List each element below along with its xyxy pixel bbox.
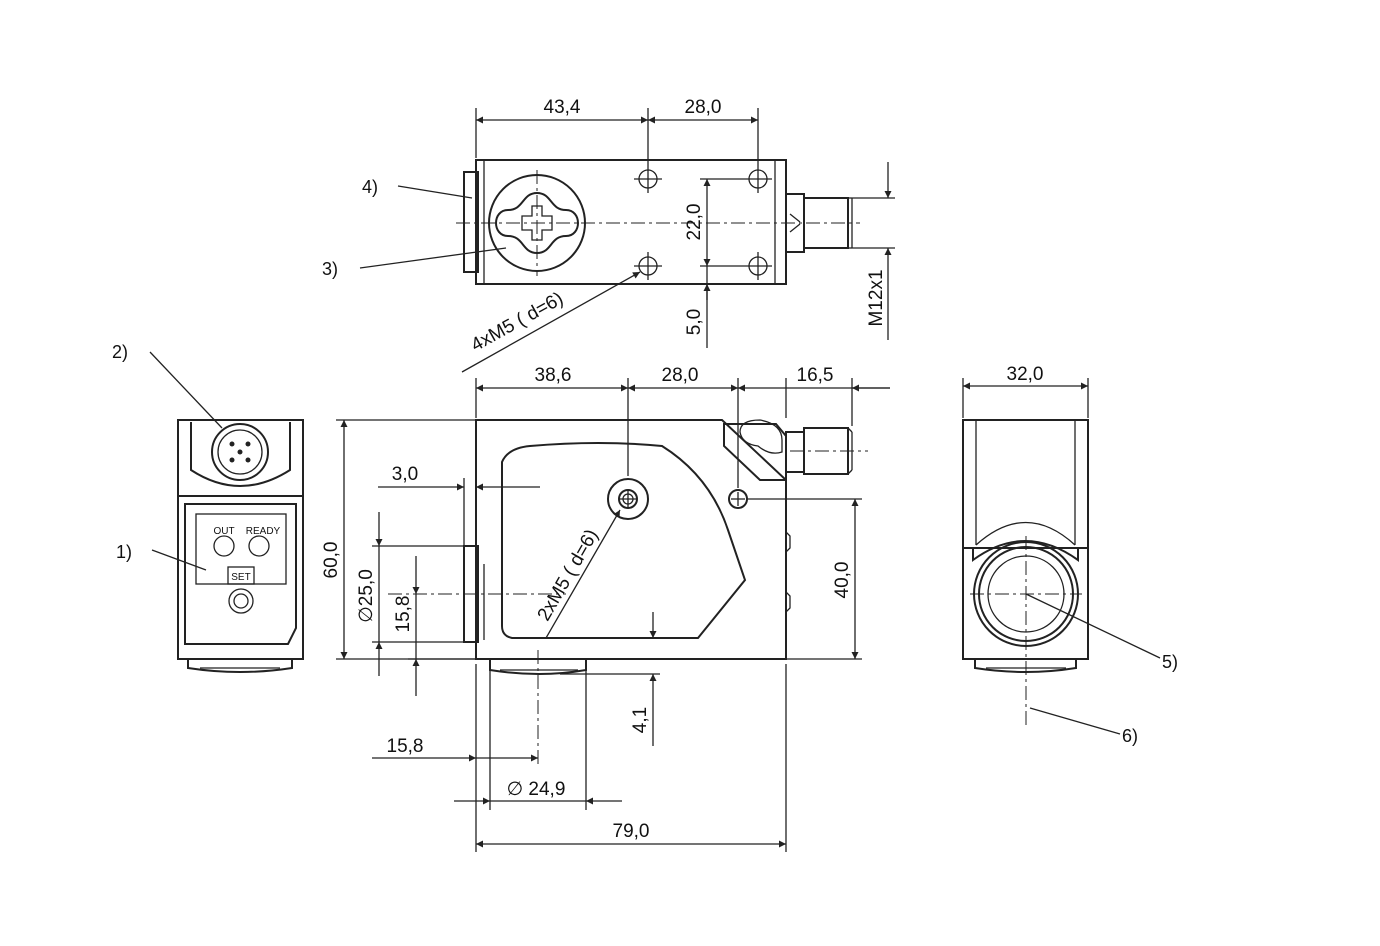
lens-view: 32,0 5) 6) — [962, 364, 1178, 746]
dim-5-0: 5,0 — [684, 309, 705, 335]
callout-4: 4) — [362, 177, 378, 197]
label-2xm5: 2xM5 ( d=6) — [534, 526, 603, 625]
dim-m12x1: M12x1 — [866, 269, 887, 326]
mounting-hole-1 — [634, 165, 662, 193]
front-foot — [187, 659, 293, 673]
side-connector-base — [785, 431, 805, 473]
dim-28-0-side: 28,0 — [662, 365, 699, 386]
led-out — [213, 535, 235, 557]
dim-60-0: 60,0 — [321, 542, 342, 579]
front-connector-recess — [190, 422, 291, 487]
side-window — [501, 442, 747, 639]
set-label: SET — [231, 572, 250, 583]
side-foot — [489, 659, 587, 675]
control-panel-outline — [184, 503, 297, 645]
callout-2: 2) — [112, 342, 128, 362]
dim-43-4: 43,4 — [544, 97, 581, 118]
led-ready-label: READY — [246, 526, 281, 537]
m12-connector — [211, 423, 269, 481]
dim-3-0: 3,0 — [392, 464, 418, 485]
label-4xm5: 4xM5 ( d=6) — [468, 288, 567, 356]
side-view-body — [475, 419, 787, 660]
led-out-label: OUT — [213, 526, 234, 537]
led-ready — [248, 535, 270, 557]
mounting-hole-3 — [634, 252, 662, 280]
top-view: 43,4 28,0 22,0 5,0 M12x1 4xM5 ( d=6) 4) … — [322, 97, 895, 373]
top-view-connector-thread — [803, 197, 849, 249]
dim-22-0: 22,0 — [684, 204, 705, 241]
dim-40-0: 40,0 — [832, 562, 853, 599]
mounting-hole-2 — [744, 165, 772, 193]
lens-hood — [972, 540, 1079, 562]
dim-28-0-top: 28,0 — [685, 97, 722, 118]
dim-15-8-horizontal: 15,8 — [387, 736, 424, 757]
dim-16-5: 16,5 — [797, 365, 834, 386]
dim-dia-24-9: ∅ 24,9 — [507, 779, 566, 800]
dim-15-8-vertical: 15,8 — [393, 596, 414, 633]
dim-79-0: 79,0 — [613, 821, 650, 842]
front-view: OUT READY SET 1) 2) — [112, 342, 304, 673]
set-label-box — [227, 566, 255, 585]
callout-1: 1) — [116, 542, 132, 562]
lens-view-body — [962, 419, 1089, 660]
callout-3: 3) — [322, 259, 338, 279]
dim-4-1: 4,1 — [630, 707, 651, 733]
mounting-hole-4 — [744, 252, 772, 280]
lens-view-foot — [974, 659, 1077, 673]
side-view: 38,6 28,0 16,5 60,0 3,0 ∅25,0 15,8 2xM5 … — [321, 365, 890, 852]
front-view-body — [177, 419, 304, 660]
callout-6: 6) — [1122, 726, 1138, 746]
callout-5: 5) — [1162, 652, 1178, 672]
dim-dia-25-0: ∅25,0 — [356, 569, 377, 623]
top-view-flange — [463, 171, 479, 273]
dim-32-0: 32,0 — [1007, 364, 1044, 385]
set-button — [228, 588, 254, 614]
dim-38-6: 38,6 — [535, 365, 572, 386]
side-mount-hole-1 — [607, 478, 649, 520]
connector-housing — [723, 423, 787, 481]
